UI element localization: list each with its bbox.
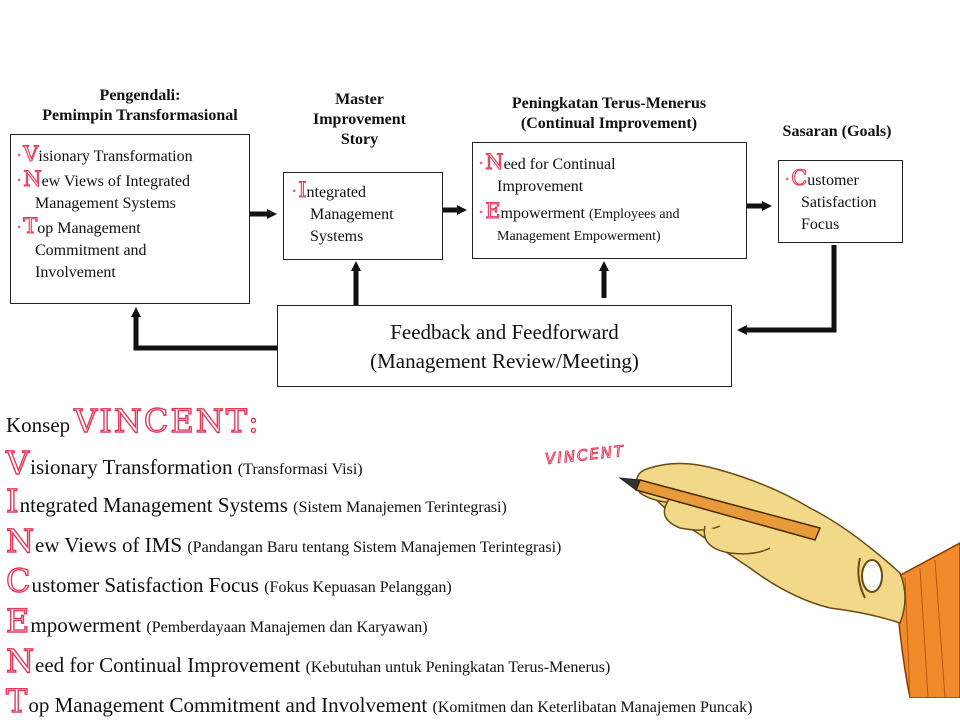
leader-box: •Visionary Transformation •New Views of … [10,134,250,304]
ci-box: •Need for Continual Improvement •Empower… [472,142,747,259]
ci-header: Peningkatan Terus-Menerus (Continual Imp… [478,94,740,134]
ci-item-text-2: Improvement [497,178,584,195]
goals-cap: C [791,166,808,190]
ims-text-3: Systems [310,228,364,245]
ci-item-empowerment: •Empowerment (Employees and Management E… [479,199,740,248]
concept-row-cap: N [5,641,34,680]
bullet-icon: • [17,220,22,234]
feedback-subtitle: (Management Review/Meeting) [370,349,639,373]
leader-header-line2: Pemimpin Transformasional [42,107,238,124]
concept-row-note: (Pandangan Baru tentang Sistem Manajemen… [187,539,562,556]
bullet-icon: • [292,184,297,198]
master-header: Master Improvement Story [292,90,427,150]
leader-item-visionary: •Visionary Transformation [17,142,243,168]
concept-row-top-management: Top Management Commitment and Involvemen… [5,681,753,720]
ci-item-text-2: Management Empowerment) [497,229,661,244]
concept-row-customer: Customer Satisfaction Focus (Fokus Kepua… [5,561,452,600]
bullet-icon: • [785,172,790,186]
concept-row-integrated: Integrated Management Systems (Sistem Ma… [5,481,507,520]
concept-row-note: (Komitmen dan Keterlibatan Manajemen Pun… [432,699,753,716]
ci-header-line2: (Continual Improvement) [520,115,698,132]
bullet-icon: • [479,156,484,170]
bullet-icon: • [17,148,22,162]
leader-item-text: isionary Transformation [38,148,193,165]
ims-box: •Integrated Management Systems [283,172,443,260]
concept-row-note: (Transformasi Visi) [237,461,363,478]
ims-text-2: Management [310,206,394,223]
leader-item-text: op Management [37,220,141,237]
concept-row-text: ew Views of IMS [35,533,183,557]
concept-row-text: ntegrated Management Systems [19,493,288,517]
arrow-goals-to-feedback [737,245,837,335]
master-header-line2: Improvement [312,111,407,128]
leader-item-cap: V [23,142,39,166]
goals-box: •Customer Satisfaction Focus [778,160,903,243]
goals-header: Sasaran (Goals) [782,123,892,140]
goals-text-2: Satisfaction [801,194,877,211]
concept-row-cap: E [5,601,30,640]
leader-header: Pengendali: Pemimpin Transformasional [20,86,260,126]
leader-item-text-2: Commitment and [35,242,147,259]
arrow-feedback-to-leader [131,307,277,351]
goals-item: •Customer Satisfaction Focus [785,166,896,236]
concept-row-cap: C [5,561,31,600]
bullet-icon: • [479,205,484,219]
concept-row-cap: T [5,681,28,720]
ci-item-need: •Need for Continual Improvement [479,150,740,198]
ims-cap: I [298,178,307,202]
concept-row-need: Need for Continual Improvement (Kebutuha… [5,641,611,680]
wristwatch-icon [861,559,883,593]
feedback-title: Feedback and Feedforward [390,320,619,344]
concept-row-note: (Fokus Kepuasan Pelanggan) [264,579,452,596]
bullet-icon: • [17,173,22,187]
concept-heading: Konsep VINCENT: [6,401,261,440]
ci-item-cap: N [485,150,504,174]
concept-row-note: (Pemberdayaan Manajemen dan Karyawan) [146,619,428,636]
concept-title: VINCENT: [73,401,261,440]
concept-row-cap: I [5,481,19,520]
ci-item-note: (Employees and [588,207,680,222]
concept-row-note: (Kebutuhan untuk Peningkatan Terus-Mener… [305,659,611,676]
master-header-line3: Story [340,131,379,148]
concept-row-new-views: New Views of IMS (Pandangan Baru tentang… [5,521,562,560]
ci-header-line1: Peningkatan Terus-Menerus [511,95,707,112]
leader-item-new-views: •New Views of Integrated Management Syst… [17,167,243,215]
master-header-line1: Master [335,91,384,108]
concept-prefix: Konsep [6,413,71,437]
leader-item-text-2: Management Systems [35,195,176,212]
goals-text-1: ustomer [807,172,859,189]
concept-row-visionary: Visionary Transformation (Transformasi V… [5,443,363,482]
ci-item-text: eed for Continual [503,156,616,173]
ims-text-1: ntegrated [306,184,367,201]
sleeve-shape [894,542,960,698]
leader-item-text: ew Views of Integrated [41,173,191,190]
ci-item-text: mpowerment [500,205,585,222]
hand-shape [644,462,906,624]
goals-text-3: Focus [801,216,840,233]
concept-row-text: isionary Transformation [30,455,233,479]
concept-row-empowerment: Empowerment (Pemberdayaan Manajemen dan … [5,601,428,640]
feedback-box: Feedback and Feedforward (Management Rev… [277,305,732,387]
concept-row-cap: V [5,443,30,482]
concept-row-note: (Sistem Manajemen Terintegrasi) [293,499,507,516]
concept-row-text: mpowerment [30,613,142,637]
ims-item: •Integrated Management Systems [292,178,434,248]
concept-row-cap: N [5,521,34,560]
leader-header-line1: Pengendali: [99,87,181,104]
leader-item-cap: N [23,167,42,191]
leader-item-cap: T [23,214,38,238]
leader-item-text-3: Involvement [35,264,116,281]
concept-row-text: op Management Commitment and Involvement [28,693,428,717]
concept-row-text: eed for Continual Improvement [35,653,301,677]
leader-item-top-management: •Top Management Commitment and Involveme… [17,214,243,284]
hand-with-pen-illustration [618,462,960,698]
concept-row-text: ustomer Satisfaction Focus [31,573,259,597]
ci-item-cap: E [485,199,501,223]
